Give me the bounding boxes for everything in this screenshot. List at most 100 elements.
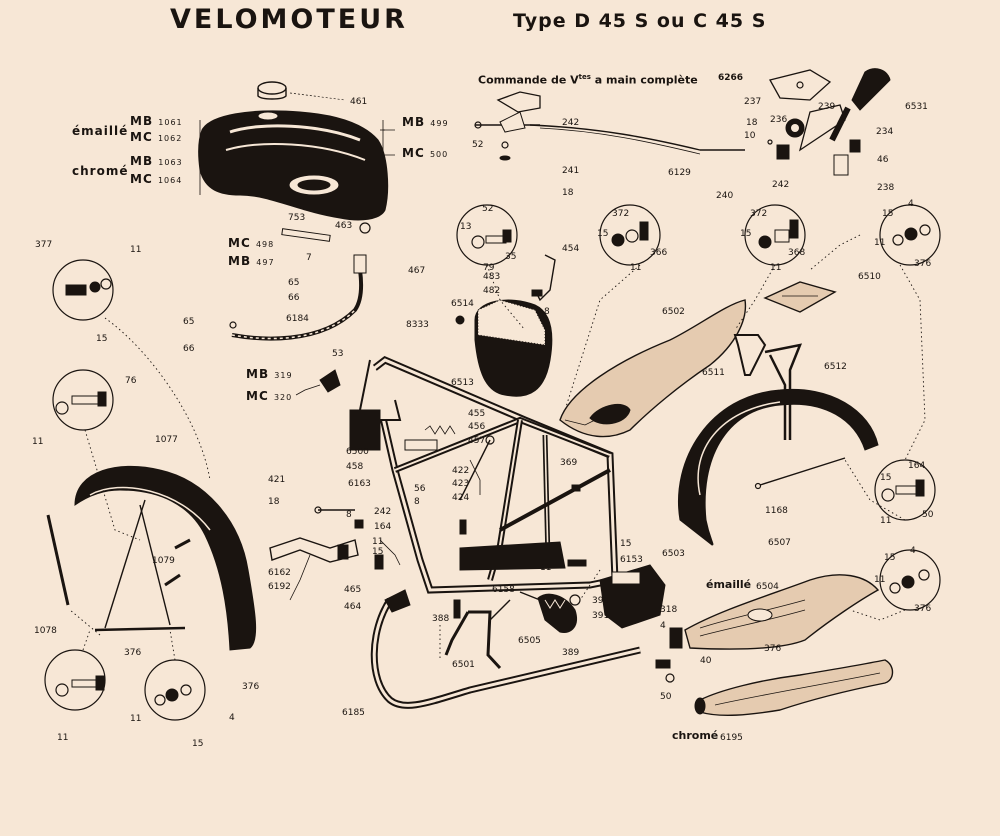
ref-465: 465: [344, 585, 362, 595]
hardware-circle-372b: [744, 204, 806, 266]
hardware-circle-52: [456, 204, 518, 266]
ref-6162: 6162: [268, 568, 291, 578]
tank-tube-7: [281, 228, 331, 242]
ref-482: 482: [483, 286, 501, 296]
saddle-6513: [474, 254, 556, 397]
tank-cap: [257, 81, 287, 100]
ref-11j: 11: [880, 516, 892, 526]
ref-6502: 6502: [662, 307, 685, 317]
ref-8b: 8: [414, 497, 420, 507]
gear-lever-assembly: [767, 68, 891, 176]
ref-11g: 11: [874, 238, 886, 248]
hardware-circle-377: [52, 259, 114, 321]
ref-237: 237: [744, 97, 762, 107]
ref-46: 46: [877, 155, 889, 165]
ref-79: 79: [483, 263, 495, 273]
ref-8333: 8333: [406, 320, 429, 330]
ref-11b: 11: [32, 437, 44, 447]
ref-50: 50: [922, 510, 934, 520]
gear-control-cable: [474, 91, 745, 161]
mb-499: MB 499: [402, 115, 449, 129]
mc-498: MC 498: [228, 236, 275, 250]
hardware-circle-376d: [879, 549, 941, 611]
hardware-circle-376b: [144, 659, 206, 721]
ref-6514: 6514: [451, 299, 474, 309]
ref-15f: 15: [372, 547, 384, 557]
ref-50b: 50: [660, 692, 672, 702]
ref-11f: 11: [770, 263, 782, 273]
exhaust-chrome-6195: [694, 659, 894, 717]
ref-4b: 4: [908, 199, 914, 209]
ref-1078: 1078: [34, 626, 57, 636]
ref-15d: 15: [740, 229, 752, 239]
mc-320: MC 320: [246, 389, 293, 403]
ref-483: 483: [483, 272, 501, 282]
ref-4c: 4: [660, 621, 666, 631]
ref-6513: 6513: [451, 378, 474, 388]
ref-457: 457: [468, 436, 486, 446]
ref-11c: 11: [57, 733, 69, 743]
kickstand-6501: [444, 599, 511, 670]
ref-366: 366: [650, 248, 668, 258]
toolbox-6503: [599, 564, 666, 629]
ref-423: 423: [452, 479, 470, 489]
commande-rest: a main complète: [590, 73, 698, 87]
rear-fender-6507: [678, 388, 879, 546]
mc-1064: MC 1064: [130, 172, 183, 186]
ref-389: 389: [562, 648, 580, 658]
page-title: VELOMOTEUR: [170, 4, 408, 35]
ref-15i: 15: [884, 553, 896, 563]
ref-8: 8: [544, 307, 550, 317]
ref-391: 391: [592, 611, 610, 621]
ref-65b: 65: [183, 317, 195, 327]
ref-463: 463: [335, 221, 353, 231]
ref-8c: 8: [346, 510, 352, 520]
ref-242: 242: [562, 118, 580, 128]
hardware-circle-376a: [44, 649, 106, 711]
ref-1168: 1168: [765, 506, 788, 516]
ref-236: 236: [770, 115, 788, 125]
ref-7: 7: [306, 253, 312, 263]
ref-6192: 6192: [268, 582, 291, 592]
commande-label: Commande de Vtes a main complète: [478, 72, 698, 86]
ref-11e: 11: [630, 263, 642, 273]
mb-1063: MB 1063: [130, 154, 183, 168]
ref-376e: 376: [764, 644, 782, 654]
ref-377: 377: [35, 240, 53, 250]
ref-6184: 6184: [286, 314, 309, 324]
hardware-circle-76: [52, 369, 114, 431]
hardware-circle-376c: [879, 204, 941, 266]
pedal-6505: [519, 591, 577, 634]
ref-390: 390: [592, 596, 610, 606]
ref-376: 376: [124, 648, 142, 658]
ref-372b: 372: [750, 209, 768, 219]
ref-164: 164: [374, 522, 392, 532]
ref-242b: 242: [772, 180, 790, 190]
commande-sup: tes: [578, 73, 591, 81]
ref-464: 464: [344, 602, 362, 612]
ref-6129: 6129: [668, 168, 691, 178]
ref-239: 239: [818, 102, 836, 112]
ref-6185: 6185: [342, 708, 365, 718]
ref-458: 458: [346, 462, 364, 472]
ref-6503: 6503: [662, 549, 685, 559]
ref-6510: 6510: [858, 272, 881, 282]
page-subtitle: Type D 45 S ou C 45 S: [513, 10, 767, 32]
small-part-65-66: [229, 321, 237, 329]
emaille-label: émaillé: [72, 124, 129, 138]
leader-lines: [69, 234, 926, 661]
small-bolts: [354, 315, 675, 683]
exhaust-emaille-ref: 6504: [756, 582, 779, 592]
ref-388: 388: [432, 614, 450, 624]
ref-40: 40: [700, 656, 712, 666]
ref-368: 368: [788, 248, 806, 258]
ref-15b: 15: [192, 739, 204, 749]
ref-422: 422: [452, 466, 470, 476]
ref-6531: 6531: [905, 102, 928, 112]
hardware-circle-372a: [599, 204, 661, 266]
ref-6501: 6501: [452, 660, 475, 670]
ref-753: 753: [288, 213, 306, 223]
ref-6158: 6158: [492, 585, 515, 595]
brake-pedal-6162: [269, 506, 359, 563]
